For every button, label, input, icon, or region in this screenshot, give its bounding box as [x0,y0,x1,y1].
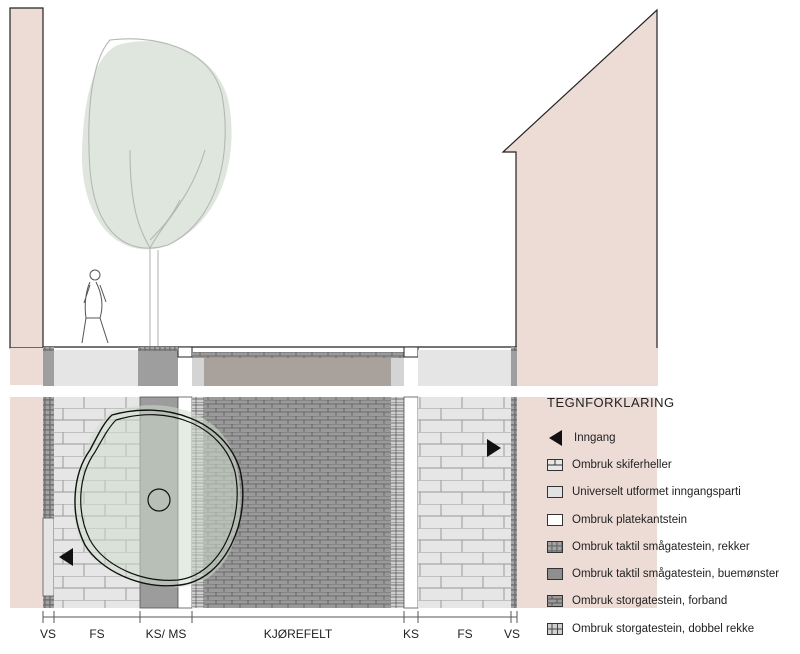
label-ks-right: KS [402,627,420,641]
profile-road-top [192,352,404,358]
profile-gap-left [192,358,204,386]
triangle-left-icon [549,429,562,446]
legend-item-taktil-bue: Ombruk taktil smågatestein, buemønster [547,560,797,587]
light-gray-square-icon [547,486,563,499]
profile-fs-right [418,350,511,386]
legend-label: Ombruk storgatestein, dobbel rekke [572,622,755,635]
plan-building-right [517,397,657,608]
label-vs-left: VS [39,627,57,641]
legend-label: Ombruk platekantstein [572,513,688,526]
plan-vs-right [511,397,517,608]
right-building [501,8,658,386]
legend-label: Ombruk taktil smågatestein, rekker [572,540,750,553]
legend-label: Universelt utformet inngangsparti [572,486,741,499]
plan-double-right [391,397,404,608]
dark-dotted-square-icon [547,540,563,553]
legend-label: Ombruk taktil smågatestein, buemønster [572,568,780,581]
plan-curb-right [403,396,419,609]
plan-view [10,396,657,609]
pedestrian-figure [81,269,109,344]
profile-road [204,358,391,386]
legend-item-storgatestein-forband: Ombruk storgatestein, forband [547,588,797,615]
dimension-line [42,611,518,623]
dark-gray-square-icon [547,568,563,581]
right-building-mask [517,348,658,386]
label-fs-right: FS [457,627,473,641]
entrance-arrow-right [487,439,501,457]
profile-vs-left [43,350,54,386]
profile-curb-right [403,346,419,358]
profile-curb-left [177,346,193,358]
label-vs-right: VS [503,627,521,641]
legend-item-inngang: Inngang [547,424,797,451]
legend-title: TEGNFORKLARING [547,395,675,410]
legend-label: Ombruk storgatestein, forband [572,595,728,608]
double-row-icon [547,622,563,635]
white-square-icon [547,513,563,526]
legend-item-platekantstein: Ombruk platekantstein [547,506,797,533]
legend-item-skiferheller: Ombruk skiferheller [547,451,797,478]
tree-trunk-circle [147,488,171,512]
slate-tiles-icon [547,458,563,471]
profile-ks-left [138,350,178,386]
plan-fs-right [418,397,511,608]
legend-item-storgatestein-dobbel: Ombruk storgatestein, dobbel rekke [547,615,797,642]
profile-fs-left [54,350,138,386]
plan-entrance-left [42,517,55,597]
left-building-base [10,348,43,385]
plan-building-left [10,397,43,608]
plan-tree-canopy [73,405,244,588]
legend: TEGNFORKLARING Inngang Ombruk skiferhell… [547,395,797,642]
plan-vs-left [43,397,54,608]
brick-gray-icon [547,595,563,608]
label-ks-ms: KS/ MS [145,627,187,641]
profile-vs-right [511,350,517,386]
legend-label: Inngang [574,431,616,444]
label-fs-left: FS [89,627,105,641]
entrance-arrow-left [59,548,73,566]
label-kjorefelt: KJØREFELT [263,627,333,641]
tree [81,38,232,346]
legend-item-taktil-rekker: Ombruk taktil smågatestein, rekker [547,533,797,560]
profile-gap-right [391,358,404,386]
section-view [9,7,658,386]
legend-label: Ombruk skiferheller [572,458,672,471]
left-building [9,7,44,349]
legend-item-universelt: Universelt utformet inngangsparti [547,479,797,506]
